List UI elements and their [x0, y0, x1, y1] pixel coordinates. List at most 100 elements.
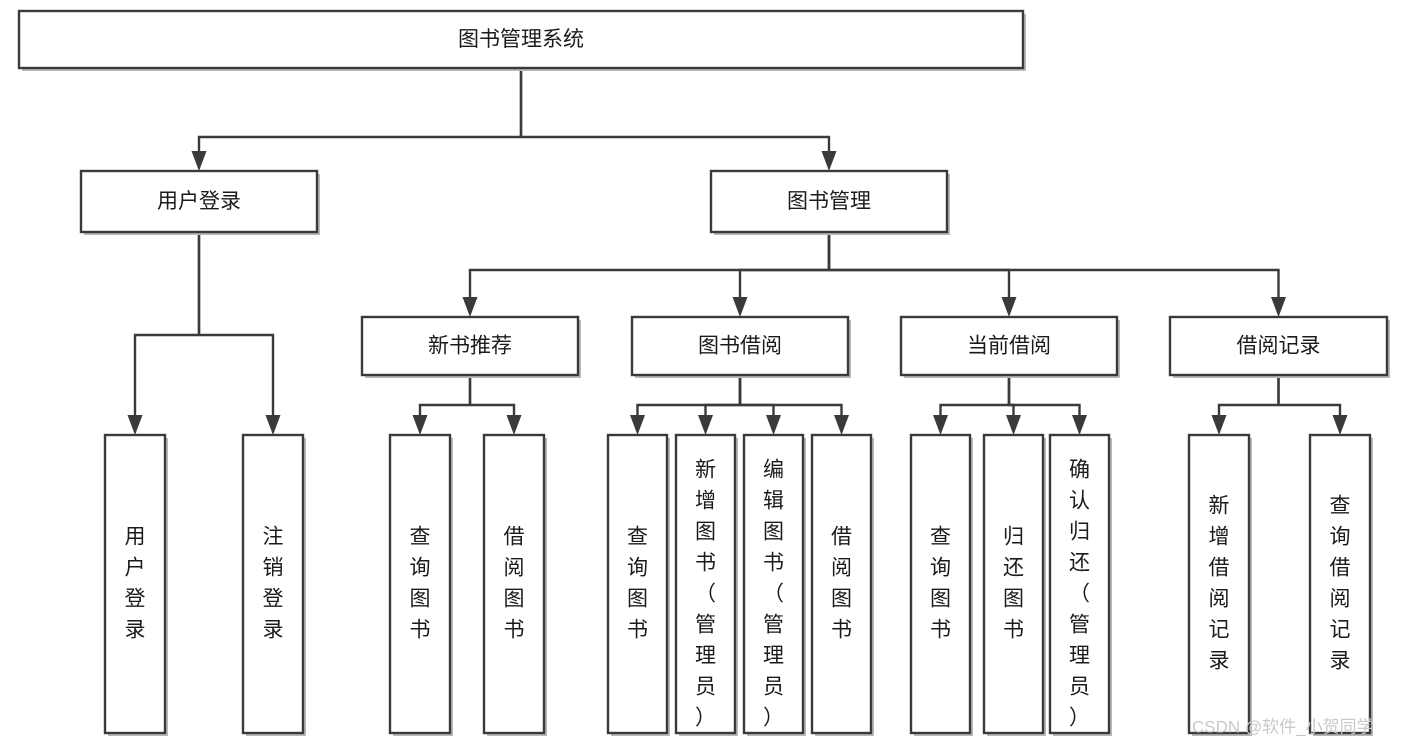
connector-branch: [468, 268, 829, 297]
node-label: 图书借阅: [698, 335, 782, 358]
node-box[interactable]: [241, 433, 305, 735]
connector-branch: [636, 403, 740, 415]
node-box[interactable]: [388, 433, 452, 735]
arrow-head-icon: [933, 415, 948, 435]
node-label: 确认归还（管理员）: [1069, 458, 1090, 729]
node-box[interactable]: [360, 315, 580, 377]
arrow-head-icon: [1211, 415, 1227, 435]
node-leaf-record-query[interactable]: 查询借阅记录: [1308, 433, 1373, 736]
arrow-head-icon: [1072, 415, 1087, 435]
node-label: 归还图书: [1003, 525, 1024, 641]
connector-current-to-leaf-current-query: [933, 375, 1011, 435]
node-label: 查询图书: [930, 525, 951, 641]
connector-record-to-leaf-record-query: [1277, 375, 1348, 435]
connector-bookmgmt-to-record: [827, 232, 1286, 317]
connector-branch: [1009, 403, 1081, 415]
node-box[interactable]: [899, 315, 1119, 377]
node-login[interactable]: 用户登录: [79, 169, 320, 235]
node-leaf-user-logout[interactable]: 注销登录: [241, 433, 306, 736]
node-leaf-borrow-lend[interactable]: 借阅图书: [810, 433, 874, 736]
node-leaf-borrow-edit[interactable]: 编辑图书（管理员）: [742, 433, 806, 736]
connector-branch: [704, 403, 740, 415]
connector-bookmgmt-to-borrow: [732, 232, 831, 317]
node-label: 查询图书: [627, 525, 648, 641]
arrow-head-icon: [630, 415, 645, 435]
connector-branch: [939, 403, 1009, 415]
connector-bookmgmt-to-current: [827, 232, 1017, 317]
node-box[interactable]: [1048, 433, 1111, 735]
connector-branch: [133, 333, 199, 415]
node-box[interactable]: [742, 433, 805, 735]
node-leaf-new-query[interactable]: 查询图书: [388, 433, 453, 736]
arrow-head-icon: [821, 151, 837, 171]
connector-branch: [197, 135, 521, 151]
connector-login-to-leaf-user-logout: [197, 232, 281, 435]
connector-record-to-leaf-record-add: [1211, 375, 1280, 435]
node-leaf-user-login[interactable]: 用户登录: [103, 433, 168, 736]
node-leaf-new-borrow[interactable]: 借阅图书: [482, 433, 547, 736]
node-label: 查询图书: [410, 525, 431, 641]
node-leaf-borrow-add[interactable]: 新增图书（管理员）: [674, 433, 738, 736]
arrow-head-icon: [1332, 415, 1348, 435]
connector-branch: [740, 403, 775, 415]
node-bookmgmt[interactable]: 图书管理: [709, 169, 950, 235]
node-label: 借阅记录: [1237, 335, 1321, 358]
watermark-layer: CSDN @软件_小贺同学: [1192, 717, 1374, 736]
node-current[interactable]: 当前借阅: [899, 315, 1120, 378]
connector-bookmgmt-to-newbook: [462, 232, 831, 317]
connector-borrow-to-leaf-borrow-lend: [738, 375, 849, 435]
node-leaf-current-confirm[interactable]: 确认归还（管理员）: [1048, 433, 1112, 736]
node-box[interactable]: [482, 433, 546, 735]
connector-branch: [418, 403, 470, 415]
node-borrow[interactable]: 图书借阅: [630, 315, 851, 378]
connector-branch: [829, 268, 1011, 297]
connector-branch: [1217, 403, 1279, 415]
node-label: 新书推荐: [428, 335, 512, 358]
node-box[interactable]: [674, 433, 737, 735]
node-box[interactable]: [1168, 315, 1389, 377]
arrow-head-icon: [265, 415, 281, 435]
node-box[interactable]: [606, 433, 669, 735]
node-leaf-record-add[interactable]: 新增借阅记录: [1187, 433, 1252, 736]
arrow-head-icon: [834, 415, 849, 435]
node-box[interactable]: [982, 433, 1045, 735]
connector-branch: [1278, 403, 1342, 415]
connector-branch: [470, 403, 516, 415]
node-leaf-current-query[interactable]: 查询图书: [909, 433, 973, 736]
node-box[interactable]: [1308, 433, 1372, 735]
arrow-head-icon: [412, 415, 428, 435]
node-label: 借阅图书: [831, 525, 852, 641]
connector-root-to-login: [191, 68, 523, 171]
connector-current-to-leaf-current-confirm: [1007, 375, 1087, 435]
connector-branch: [521, 135, 831, 151]
node-box[interactable]: [810, 433, 873, 735]
node-box[interactable]: [630, 315, 850, 377]
connector-branch: [199, 333, 275, 415]
node-label: 注销登录: [263, 525, 284, 641]
node-record[interactable]: 借阅记录: [1168, 315, 1390, 378]
node-newbook[interactable]: 新书推荐: [360, 315, 581, 378]
connector-newbook-to-leaf-new-borrow: [468, 375, 522, 435]
arrow-head-icon: [732, 297, 748, 317]
node-box[interactable]: [709, 169, 949, 234]
arrow-head-icon: [127, 415, 143, 435]
node-leaf-current-return[interactable]: 归还图书: [982, 433, 1046, 736]
node-box[interactable]: [17, 9, 1025, 70]
arrow-head-icon: [191, 151, 207, 171]
connector-login-to-leaf-user-login: [127, 232, 201, 435]
node-leaf-borrow-query[interactable]: 查询图书: [606, 433, 670, 736]
node-label: 用户登录: [125, 525, 146, 641]
connector-newbook-to-leaf-new-query: [412, 375, 472, 435]
node-box[interactable]: [909, 433, 972, 735]
node-label: 编辑图书（管理员）: [763, 458, 784, 729]
node-label: 图书管理: [787, 190, 871, 213]
node-label: 查询借阅记录: [1330, 494, 1351, 672]
csdn-watermark: CSDN @软件_小贺同学: [1192, 717, 1374, 736]
node-root[interactable]: 图书管理系统: [17, 9, 1026, 71]
connector-branch: [738, 268, 829, 297]
node-box[interactable]: [1187, 433, 1251, 735]
node-box[interactable]: [103, 433, 167, 735]
node-box[interactable]: [79, 169, 319, 234]
